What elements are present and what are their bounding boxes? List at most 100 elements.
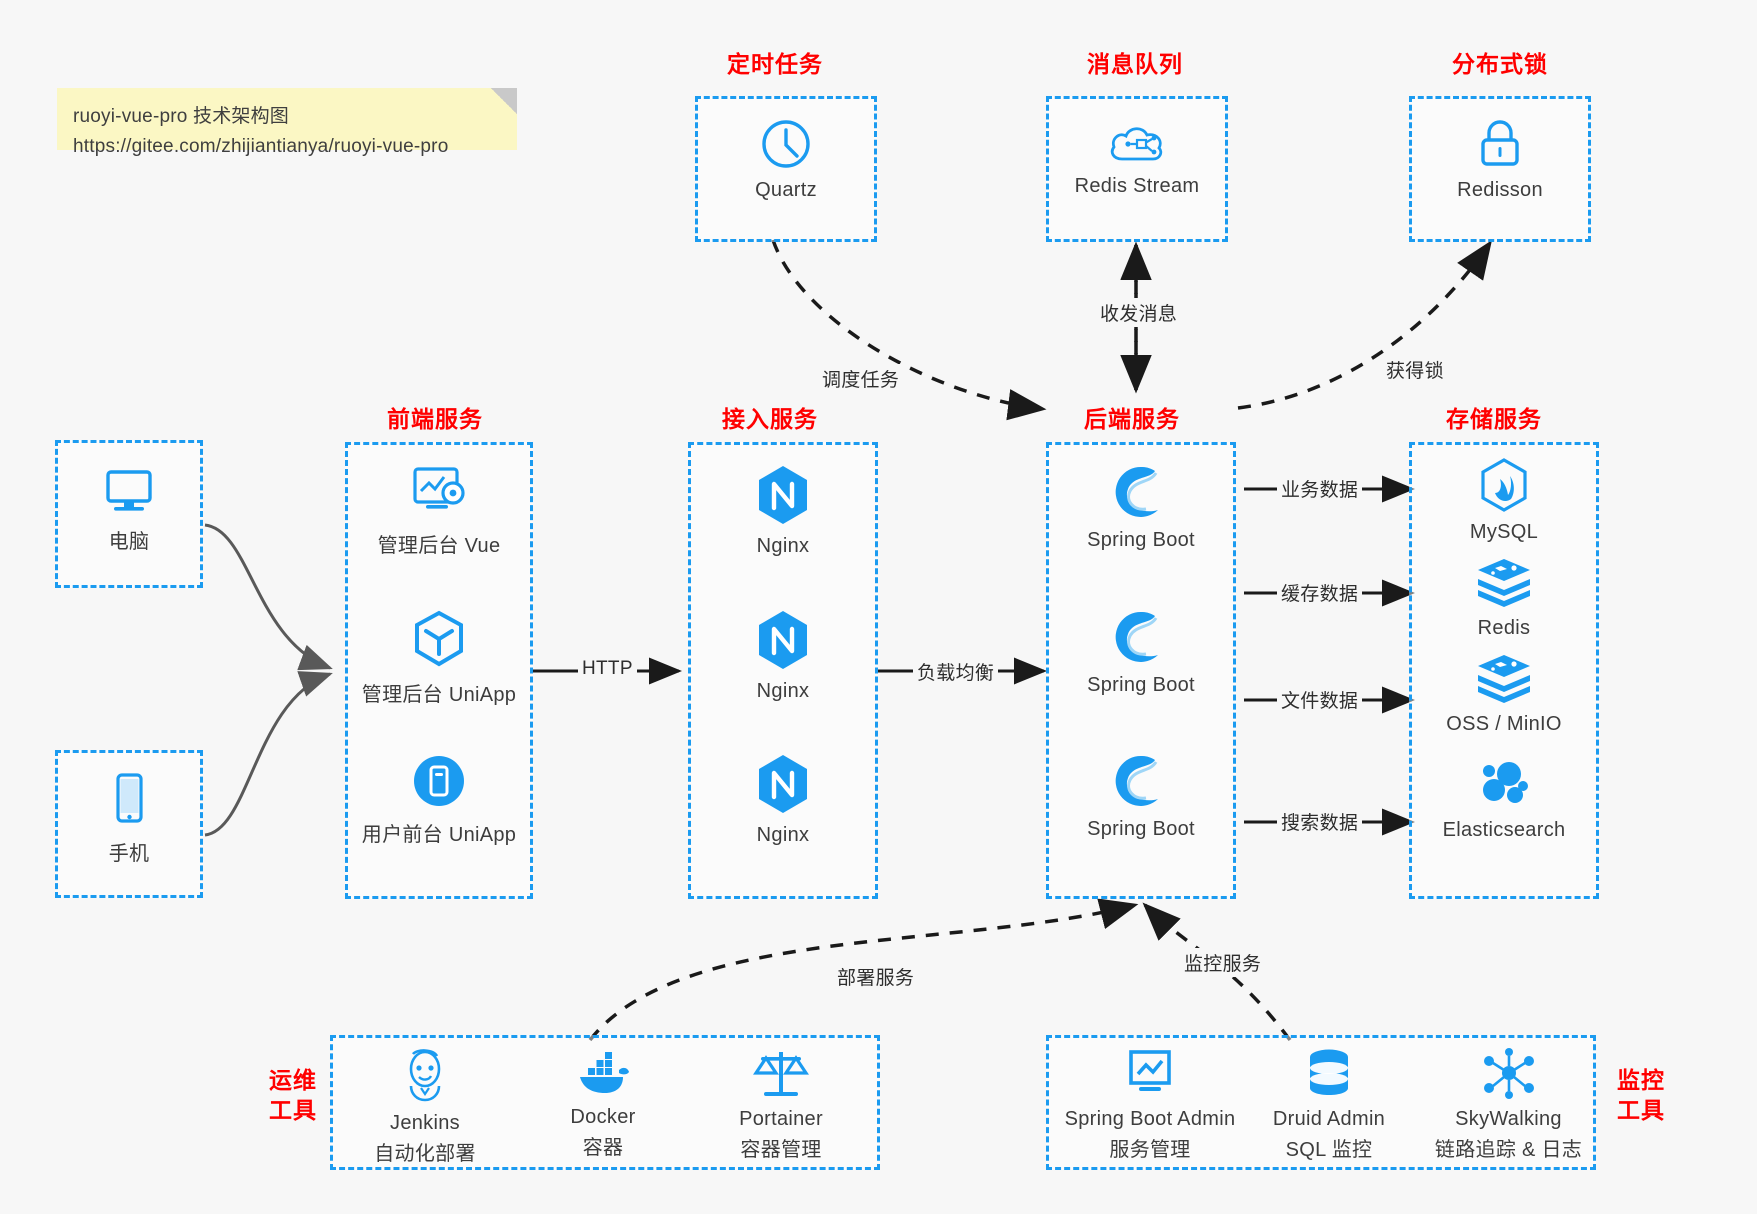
node-druid-admin[interactable]: Druid Admin SQL 监控 xyxy=(1249,1046,1409,1162)
devops-title-line1: 运维 xyxy=(269,1067,317,1093)
node-mobile[interactable]: 手机 xyxy=(58,771,200,866)
node-admin-vue[interactable]: 管理后台 Vue xyxy=(348,463,530,558)
node-spring-boot-1[interactable]: Spring Boot xyxy=(1049,463,1233,552)
node-nginx-2[interactable]: Nginx xyxy=(691,608,875,703)
node-label: Nginx xyxy=(756,824,810,846)
node-redisson[interactable]: Redisson xyxy=(1412,117,1588,202)
node-redis-stream[interactable]: Redis Stream xyxy=(1049,121,1225,198)
group-box-devops: Jenkins 自动化部署 Docker 容器 xyxy=(330,1035,880,1170)
group-title-devops: 运维 工具 xyxy=(258,1065,328,1125)
monitor-chart-icon xyxy=(1122,1048,1178,1100)
node-label: Nginx xyxy=(756,680,810,702)
node-label: 手机 xyxy=(108,843,150,865)
group-title-frontend: 前端服务 xyxy=(387,406,483,432)
node-jenkins[interactable]: Jenkins 自动化部署 xyxy=(345,1048,505,1166)
group-box-backend: Spring Boot Spring Boot Spring Boot xyxy=(1046,442,1236,899)
nginx-icon xyxy=(754,608,812,672)
node-label: Redis xyxy=(1477,617,1531,639)
group-title-distributed-lock: 分布式锁 xyxy=(1452,51,1548,77)
node-desc: 服务管理 xyxy=(1109,1139,1191,1161)
edge-label-schedule-task: 调度任务 xyxy=(818,364,904,393)
skywalking-icon xyxy=(1481,1048,1537,1100)
node-name: Portainer xyxy=(739,1108,823,1130)
node-label: Nginx xyxy=(756,535,810,557)
note-line-url: https://gitee.com/zhijiantianya/ruoyi-vu… xyxy=(73,136,449,157)
node-label: Spring Boot xyxy=(1087,818,1195,840)
node-label: OSS / MinIO xyxy=(1446,713,1562,735)
node-quartz[interactable]: Quartz xyxy=(698,117,874,202)
node-redis[interactable]: Redis xyxy=(1412,557,1596,640)
node-spring-boot-2[interactable]: Spring Boot xyxy=(1049,608,1233,697)
sticky-note: ruoyi-vue-pro 技术架构图 https://gitee.com/zh… xyxy=(57,88,517,157)
group-box-distributed-lock: Redisson xyxy=(1409,96,1591,242)
node-spring-boot-3[interactable]: Spring Boot xyxy=(1049,752,1233,841)
node-nginx-1[interactable]: Nginx xyxy=(691,463,875,558)
group-box-monitoring: Spring Boot Admin 服务管理 Druid Admin SQL 监… xyxy=(1046,1035,1596,1170)
oss-icon xyxy=(1475,653,1533,705)
node-desc: 容器 xyxy=(582,1137,624,1159)
node-label: MySQL xyxy=(1469,521,1539,543)
group-title-message-queue: 消息队列 xyxy=(1087,51,1183,77)
mobile-icon xyxy=(107,771,151,829)
node-name: Druid Admin xyxy=(1272,1108,1386,1130)
node-mysql[interactable]: MySQL xyxy=(1412,457,1596,544)
edge-label-deploy-service: 部署服务 xyxy=(833,962,919,991)
node-desktop[interactable]: 电脑 xyxy=(58,465,200,554)
scales-icon xyxy=(752,1046,810,1100)
app-circle-icon xyxy=(410,752,468,810)
database-icon xyxy=(1303,1046,1355,1100)
group-box-gateway: Nginx Nginx Nginx xyxy=(688,442,878,899)
node-docker[interactable]: Docker 容器 xyxy=(523,1048,683,1160)
edge-label-cache-data: 缓存数据 xyxy=(1277,578,1363,607)
node-label: Spring Boot xyxy=(1087,674,1195,696)
nginx-icon xyxy=(754,463,812,527)
edge-label-search-data: 搜索数据 xyxy=(1277,807,1363,836)
spring-boot-icon xyxy=(1112,608,1170,666)
client-box-desktop: 电脑 xyxy=(55,440,203,588)
node-name: SkyWalking xyxy=(1455,1108,1562,1130)
devops-title-line2: 工具 xyxy=(269,1097,317,1123)
group-box-scheduled-task: Quartz xyxy=(695,96,877,242)
node-skywalking[interactable]: SkyWalking 链路追踪 & 日志 xyxy=(1421,1048,1596,1162)
node-label: Quartz xyxy=(755,179,817,201)
node-desc: 链路追踪 & 日志 xyxy=(1434,1139,1583,1161)
edge-label-file-data: 文件数据 xyxy=(1277,685,1363,714)
edge-label-business-data: 业务数据 xyxy=(1277,474,1363,503)
node-label: Elasticsearch xyxy=(1442,819,1566,841)
group-box-frontend: 管理后台 Vue 管理后台 UniApp 用户前台 UniApp xyxy=(345,442,533,899)
node-spring-boot-admin[interactable]: Spring Boot Admin 服务管理 xyxy=(1055,1048,1245,1162)
cloud-network-icon xyxy=(1107,121,1167,167)
node-label: 管理后台 Vue xyxy=(377,535,501,557)
group-title-backend: 后端服务 xyxy=(1084,406,1180,432)
node-portainer[interactable]: Portainer 容器管理 xyxy=(701,1046,861,1162)
group-title-gateway: 接入服务 xyxy=(722,406,818,432)
node-desc: SQL 监控 xyxy=(1285,1139,1373,1161)
nginx-icon xyxy=(754,752,812,816)
group-box-message-queue: Redis Stream xyxy=(1046,96,1228,242)
note-line-title: ruoyi-vue-pro 技术架构图 xyxy=(73,106,290,127)
group-title-monitoring: 监控 工具 xyxy=(1606,1065,1676,1125)
node-user-uniapp[interactable]: 用户前台 UniApp xyxy=(348,752,530,847)
note-fold-corner xyxy=(491,88,517,114)
node-name: Jenkins xyxy=(390,1112,460,1134)
node-label: 电脑 xyxy=(108,531,150,553)
node-oss-minio[interactable]: OSS / MinIO xyxy=(1412,653,1596,736)
group-title-storage: 存储服务 xyxy=(1446,406,1542,432)
edge-label-acquire-lock: 获得锁 xyxy=(1382,355,1448,384)
node-admin-uniapp[interactable]: 管理后台 UniApp xyxy=(348,608,530,707)
docker-icon xyxy=(574,1048,632,1098)
node-nginx-3[interactable]: Nginx xyxy=(691,752,875,847)
node-elasticsearch[interactable]: Elasticsearch xyxy=(1412,757,1596,842)
elasticsearch-icon xyxy=(1476,757,1532,811)
node-desc: 容器管理 xyxy=(740,1139,822,1161)
spring-boot-icon xyxy=(1112,752,1170,810)
edge-label-http: HTTP xyxy=(578,657,637,681)
node-desc: 自动化部署 xyxy=(374,1143,476,1165)
redis-icon xyxy=(1475,557,1533,609)
node-label: Spring Boot xyxy=(1087,529,1195,551)
desktop-icon xyxy=(101,465,157,517)
monitoring-title-line1: 监控 xyxy=(1617,1067,1665,1093)
node-name: Docker xyxy=(570,1106,636,1128)
group-title-scheduled-task: 定时任务 xyxy=(727,51,823,77)
